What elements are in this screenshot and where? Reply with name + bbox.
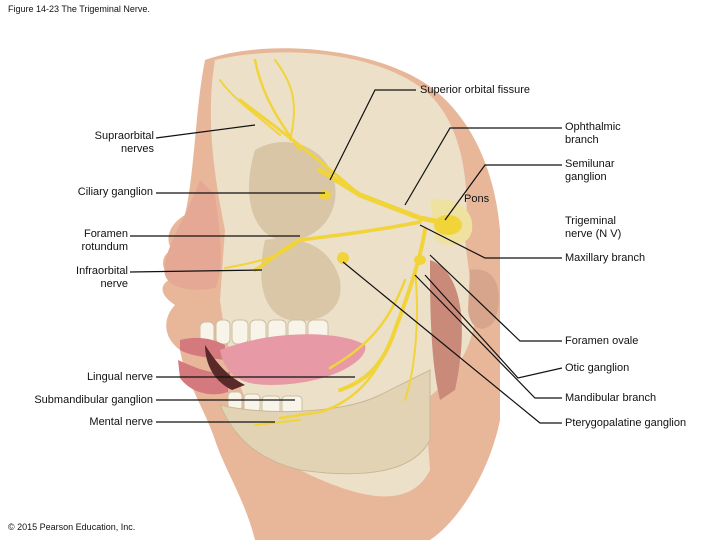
label-text: Pons <box>464 193 490 205</box>
label-supraorbital-nerves: Supraorbital nerves <box>60 130 154 156</box>
label-text: Semilunar <box>565 158 615 170</box>
label-text: Mandibular branch <box>565 392 657 404</box>
label-text: nerve <box>100 278 128 290</box>
figure-caption: Figure 14-23 The Trigeminal Nerve. <box>8 4 150 14</box>
label-pterygopalatine-ganglion: Pterygopalatine ganglion <box>565 417 686 430</box>
ciliary-ganglion-mark <box>319 190 331 200</box>
label-foramen-rotundum: Foramen rotundum <box>40 228 128 254</box>
label-text: Ciliary ganglion <box>77 186 153 198</box>
copyright-notice: © 2015 Pearson Education, Inc. <box>8 522 136 532</box>
label-text: Otic ganglion <box>565 362 630 374</box>
mandible <box>219 369 431 475</box>
label-text: Lingual nerve <box>86 371 153 383</box>
label-text: Pterygopalatine ganglion <box>565 417 687 429</box>
label-text: Mental nerve <box>89 416 153 428</box>
label-lingual-nerve: Lingual nerve <box>40 371 153 384</box>
label-text: Supraorbital <box>94 130 154 142</box>
label-mandibular-branch: Mandibular branch <box>565 392 656 405</box>
label-submandibular-ganglion: Submandibular ganglion <box>10 394 153 407</box>
label-text: Maxillary branch <box>565 252 646 264</box>
label-ophthalmic-branch: Ophthalmic branch <box>565 121 621 147</box>
otic-ganglion-mark <box>414 255 426 265</box>
label-semilunar-ganglion: Semilunar ganglion <box>565 158 615 184</box>
maxillary-region <box>261 238 341 321</box>
label-text: Foramen <box>83 228 128 240</box>
label-text: Submandibular ganglion <box>34 394 153 406</box>
label-text: rotundum <box>81 241 128 253</box>
label-mental-nerve: Mental nerve <box>40 416 153 429</box>
label-text: ganglion <box>565 171 607 183</box>
label-text: nerves <box>120 143 154 155</box>
label-pons: Pons <box>464 193 489 206</box>
label-text: Infraorbital <box>76 265 128 277</box>
label-otic-ganglion: Otic ganglion <box>565 362 629 375</box>
label-text: Superior orbital fissure <box>420 84 531 96</box>
label-text: Ophthalmic <box>565 121 621 133</box>
orbit-cavity <box>249 142 336 241</box>
label-superior-orbital-fissure: Superior orbital fissure <box>420 84 530 97</box>
label-ciliary-ganglion: Ciliary ganglion <box>40 186 153 199</box>
nose <box>164 180 221 290</box>
tongue <box>220 334 366 385</box>
label-text: Trigeminal <box>565 215 616 227</box>
label-text: Foramen ovale <box>565 335 639 347</box>
label-infraorbital-nerve: Infraorbital nerve <box>40 265 128 291</box>
upper-lip <box>180 337 225 360</box>
label-trigeminal-nerve: Trigeminal nerve (N V) <box>565 215 621 241</box>
pterygopalatine-ganglion-mark <box>337 252 349 264</box>
oral-shadow <box>205 345 245 390</box>
label-maxillary-branch: Maxillary branch <box>565 252 645 265</box>
label-text: nerve (N V) <box>565 228 622 240</box>
label-text: branch <box>565 134 599 146</box>
semilunar-ganglion <box>434 215 462 235</box>
label-foramen-ovale: Foramen ovale <box>565 335 638 348</box>
